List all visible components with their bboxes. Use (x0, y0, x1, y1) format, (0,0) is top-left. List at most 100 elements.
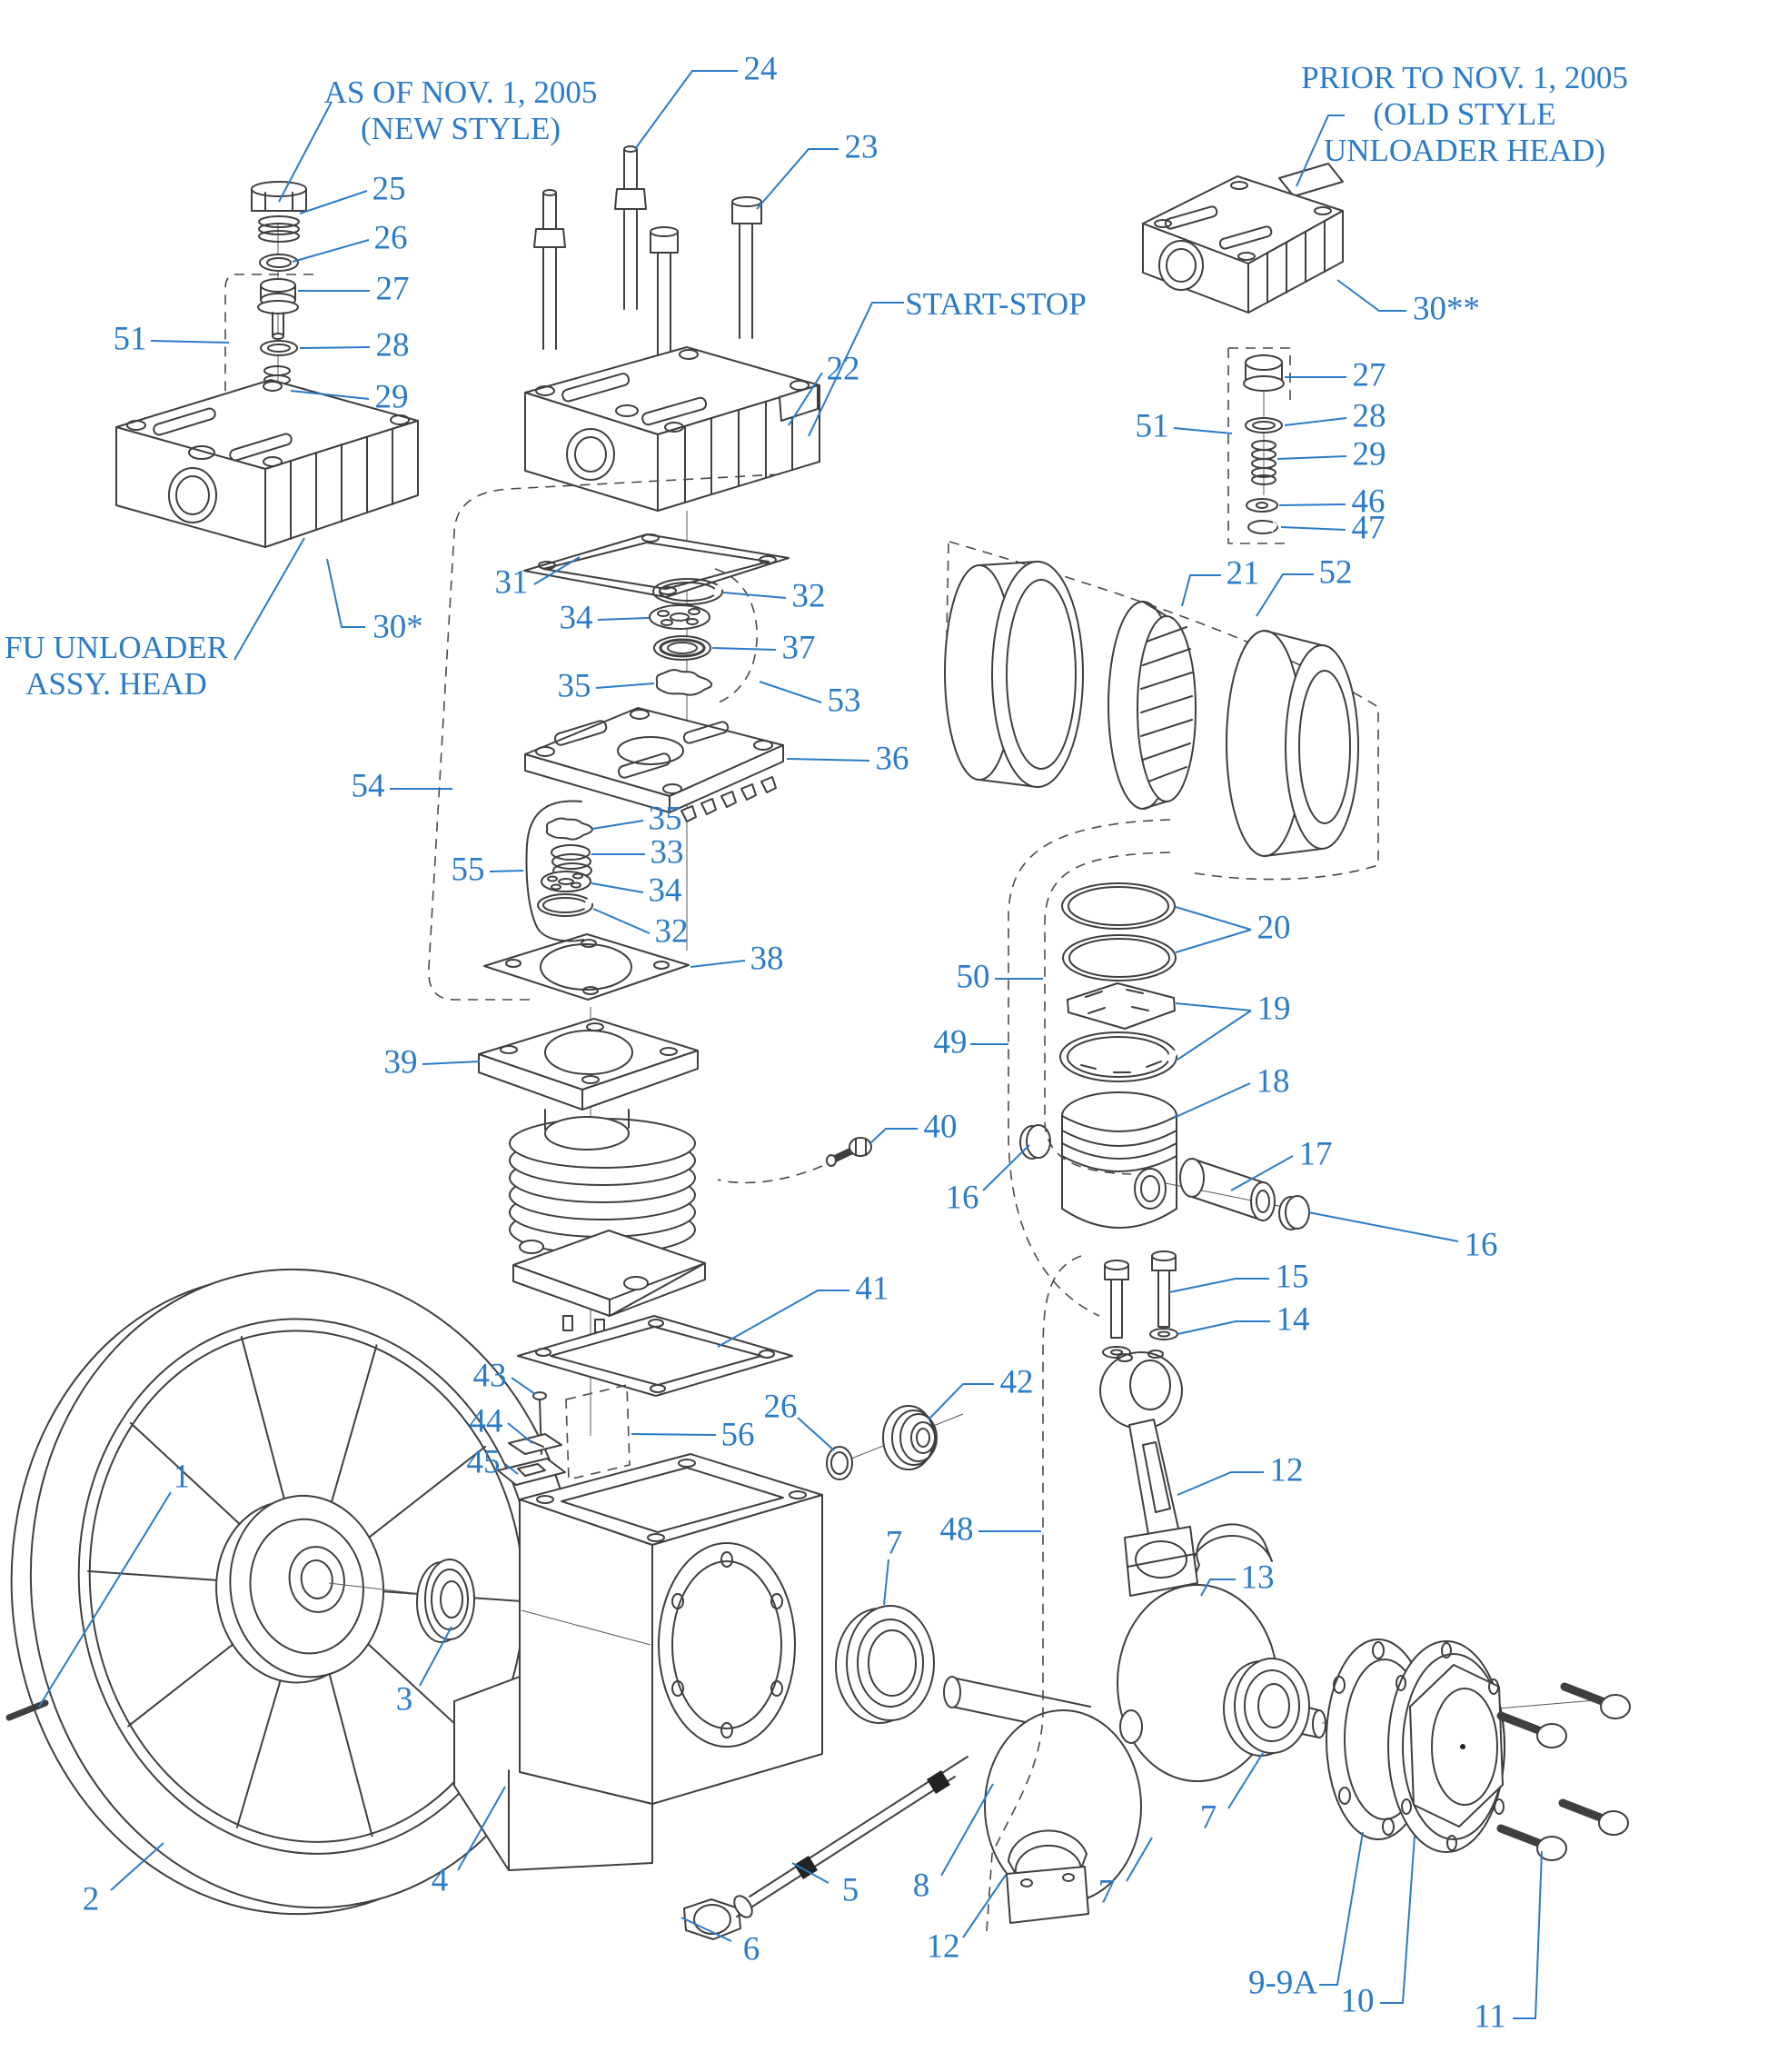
part-callout: 41 (855, 1270, 889, 1308)
flywheel-spokes (87, 1335, 527, 1838)
part-callout: 4 (431, 1861, 449, 1899)
part-callout: 39 (383, 1043, 418, 1081)
part-callout: 51 (1135, 407, 1169, 445)
leader-line (597, 617, 650, 621)
leader-line (786, 758, 870, 762)
part-callout: 30* (372, 608, 423, 646)
annotation-line: AS OF NOV. 1, 2005 (323, 75, 598, 110)
part-callout: 32 (654, 912, 689, 951)
leader-line (1276, 455, 1347, 460)
part-callout: 38 (750, 940, 784, 978)
leader-lines (38, 70, 1543, 2019)
part-callout: 22 (826, 350, 860, 388)
part-callout: 8 (912, 1867, 930, 1905)
leader-line (756, 148, 839, 210)
new-style-note: AS OF NOV. 1, 2005(NEW STYLE) (324, 75, 598, 147)
part-callout: 48 (939, 1510, 974, 1549)
shaft-seal (416, 1559, 475, 1643)
leader-line (457, 1786, 506, 1871)
start-stop-note: START-STOP (905, 286, 1086, 323)
leader-line (1200, 1579, 1236, 1597)
part-callout: 36 (875, 740, 909, 778)
leader-line (38, 1491, 172, 1708)
leader-line (690, 960, 746, 968)
leader-line (591, 882, 644, 893)
part-callout: 7 (885, 1524, 903, 1562)
part-callout: 54 (351, 767, 385, 805)
part-callout: 27 (1352, 356, 1386, 394)
leader-line (1177, 1471, 1264, 1496)
oil-plug-oring (826, 1446, 853, 1480)
part-callout: 56 (720, 1416, 755, 1454)
part-callout: 49 (933, 1023, 968, 1061)
part-callout: 34 (648, 872, 682, 910)
filter-louvers (1140, 626, 1193, 782)
part-callout: 55 (451, 851, 485, 889)
head (524, 346, 820, 512)
compressor-fitting (826, 1137, 872, 1167)
annotation-line: ASSY. HEAD (25, 666, 207, 702)
leader-line (533, 556, 581, 585)
part-callout: 45 (466, 1443, 501, 1481)
part-callout: 29 (374, 378, 409, 416)
part-callout: 37 (781, 629, 816, 667)
part-callout: 25 (372, 170, 406, 208)
part-callout: 5 (841, 1871, 859, 1909)
part-callout: 12 (1269, 1451, 1304, 1489)
leader-line (940, 1783, 994, 1877)
part-callout: 19 (1256, 990, 1291, 1028)
leader-line (326, 558, 365, 628)
leader-line (928, 1383, 994, 1420)
oil-plug (882, 1405, 938, 1470)
wrist-pin (1019, 1124, 1310, 1230)
connecting-rod (1099, 1350, 1198, 1597)
bearing-plate (1387, 1640, 1505, 1853)
part-callout: 2 (82, 1880, 100, 1918)
part-callout: 21 (1226, 554, 1260, 593)
flywheel (10, 1268, 580, 1916)
leader-line (1336, 279, 1406, 312)
leader-line (1513, 1850, 1543, 2019)
part-callout: 16 (945, 1179, 979, 1217)
part-callout: 42 (999, 1363, 1034, 1401)
cylinder-base-gasket (517, 1315, 793, 1397)
leader-line (299, 190, 368, 214)
part-callout: 28 (375, 326, 410, 364)
cylinder-gasket-upper (483, 933, 690, 1001)
leader-line (791, 1862, 829, 1884)
leader-line (1175, 1002, 1252, 1011)
old-style-head (1142, 163, 1344, 314)
leader-line (1319, 1831, 1364, 1986)
leader-line (233, 537, 305, 661)
annotation-line: (OLD STYLE (1373, 96, 1556, 132)
part-callout: 29 (1352, 435, 1386, 473)
annotation-line: UNLOADER HEAD) (1323, 133, 1606, 168)
leader-line (507, 1422, 533, 1444)
part-callout: 47 (1351, 509, 1386, 547)
rear-bearing (1223, 1658, 1310, 1757)
valve-stack-upper (649, 578, 723, 696)
air-filter (944, 541, 1379, 881)
leader-line (419, 1626, 452, 1687)
part-callout: 30** (1413, 290, 1480, 328)
leader-line (591, 820, 644, 830)
part-callout: 24 (743, 50, 778, 88)
leader-line (292, 239, 370, 263)
part-callout: 3 (395, 1680, 413, 1718)
crankcase (453, 1453, 823, 1871)
part-callout: 32 (791, 577, 826, 615)
leader-line (290, 390, 370, 400)
leader-line (592, 908, 651, 934)
piston-rings (1059, 882, 1178, 1082)
part-callout: 35 (557, 667, 591, 705)
leader-line (1168, 1278, 1269, 1293)
part-callout: 13 (1240, 1559, 1275, 1597)
part-callout: 17 (1298, 1135, 1333, 1173)
head-gasket (523, 533, 790, 598)
leader-line (1227, 1752, 1264, 1809)
part-callout: 33 (650, 833, 684, 872)
plate-bolts (1496, 1682, 1631, 1861)
leader-line (722, 592, 787, 599)
valve-stack-lower (525, 800, 594, 942)
